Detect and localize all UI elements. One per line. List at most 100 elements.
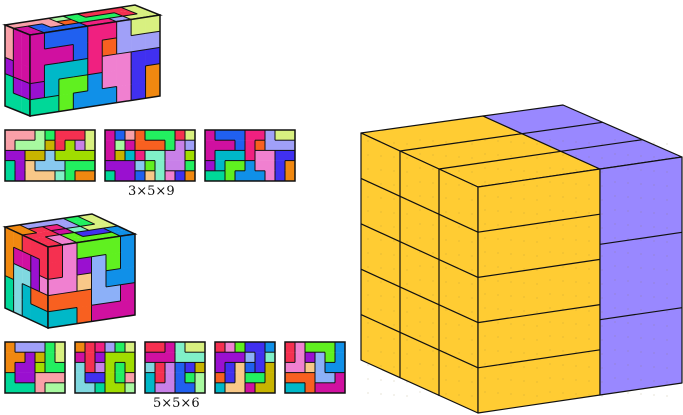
grid-cell: [145, 150, 156, 161]
texture-dot: [523, 352, 525, 354]
texture-dot: [484, 265, 486, 267]
grid-cell: [245, 150, 256, 161]
grid-cell: [55, 160, 66, 172]
texture-dot: [380, 253, 382, 255]
texture-dot: [653, 156, 655, 158]
layer-grid: [215, 342, 275, 393]
grid-cell: [265, 150, 276, 161]
texture-dot: [562, 350, 564, 352]
piece-edge: [5, 74, 13, 77]
front-face: [30, 15, 160, 116]
piece-edge: [5, 57, 13, 60]
texture-dot: [393, 296, 395, 298]
texture-dot: [614, 363, 616, 365]
texture-dot: [471, 157, 473, 159]
grid-cell: [145, 14, 161, 34]
texture-dot: [406, 157, 408, 159]
grid-cell: [275, 160, 286, 172]
grid-cell: [91, 286, 107, 306]
texture-dot: [497, 350, 499, 352]
grid-cell: [185, 372, 196, 384]
grid-cell: [5, 227, 14, 248]
texture-dot: [653, 296, 655, 298]
texture-dot: [432, 308, 434, 310]
texture-dot: [601, 255, 603, 257]
texture-dot: [601, 171, 603, 173]
grid-cell: [85, 362, 96, 373]
grid-cell: [30, 271, 40, 293]
grid-cell: [245, 160, 256, 172]
texture-dot: [484, 251, 486, 253]
texture-dot: [523, 184, 525, 186]
texture-dot: [575, 211, 577, 213]
grid-cell: [235, 342, 246, 353]
grid-cell: [45, 150, 56, 161]
grid-cell: [87, 23, 103, 43]
grid-cell: [165, 372, 176, 384]
grid-cell: [5, 25, 14, 45]
grid-cell: [30, 81, 45, 101]
grid-cell: [30, 65, 45, 84]
grid-cell: [5, 382, 16, 394]
texture-dot: [588, 212, 590, 214]
grid-cell: [45, 362, 56, 373]
piece-edge: [131, 50, 145, 52]
texture-dot: [367, 294, 369, 296]
grid-cell: [45, 342, 56, 353]
texture-dot: [445, 323, 447, 325]
texture-dot: [484, 279, 486, 281]
piece-edge: [28, 227, 42, 229]
grid-cell: [102, 21, 117, 41]
grid-cell: [105, 170, 116, 182]
texture-dot: [367, 224, 369, 226]
texture-dot: [601, 283, 603, 285]
grid-cell: [5, 130, 16, 141]
texture-dot: [536, 157, 538, 159]
grid-cell: [175, 130, 186, 141]
piece-edge: [73, 91, 87, 93]
grid-cell: [155, 372, 166, 384]
texture-dot: [575, 365, 577, 367]
texture-dot: [419, 321, 421, 323]
grid-cell: [131, 49, 146, 69]
grid-cell: [185, 352, 196, 363]
grid-cell: [30, 97, 45, 117]
front-yellow-face: [477, 168, 601, 414]
grid-cell: [5, 140, 16, 151]
grid-cell: [225, 342, 236, 353]
grid-cell: [5, 362, 16, 373]
piece-edge: [108, 16, 122, 18]
grid-cell: [73, 58, 89, 78]
grid-cell: [175, 160, 186, 172]
texture-dot: [536, 269, 538, 271]
texture-dot: [588, 198, 590, 200]
grid-cell: [62, 291, 78, 310]
layer-grid: [285, 342, 345, 393]
grid-cell: [55, 342, 66, 353]
texture-dot: [419, 335, 421, 337]
grid-cell: [106, 252, 121, 272]
texture-dot: [562, 182, 564, 184]
grid-cell: [5, 259, 14, 281]
piece-edge: [89, 228, 104, 230]
grid-cell: [175, 150, 186, 161]
texture-dot: [627, 322, 629, 324]
grid-cell: [22, 267, 31, 289]
texture-dot: [406, 185, 408, 187]
texture-dot: [575, 393, 577, 395]
piece-edge: [63, 218, 72, 222]
grid-cell: [102, 70, 117, 90]
texture-dot: [471, 367, 473, 369]
texture-dot: [575, 183, 577, 185]
texture-dot: [432, 154, 434, 156]
texture-dot: [445, 351, 447, 353]
piece-edge: [13, 26, 27, 28]
texture-dot: [471, 241, 473, 243]
texture-dot: [536, 325, 538, 327]
texture-dot: [510, 281, 512, 283]
texture-dot: [484, 293, 486, 295]
grid-cell: [25, 170, 36, 182]
texture-dot: [406, 143, 408, 145]
grid-cell: [195, 342, 206, 353]
texture-dot: [510, 323, 512, 325]
